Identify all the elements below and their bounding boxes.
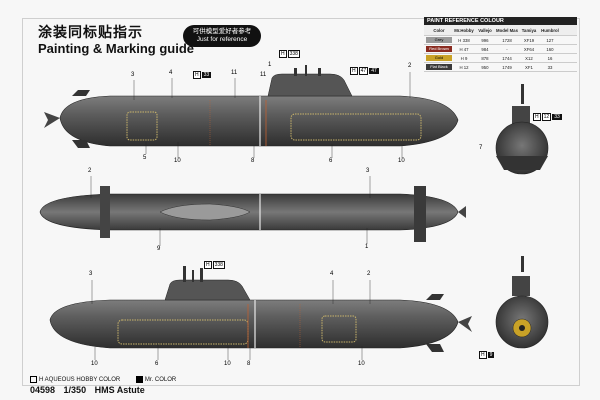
reference-badge-cn: 可供模型爱好者参考 (192, 28, 252, 35)
kit-code: 04598 (30, 385, 56, 395)
callout-label: 8 (247, 361, 251, 367)
callout-label: 10 (224, 361, 231, 367)
callout-label: 4 (330, 271, 334, 277)
footer: 04598 1/350 HMS Astute (30, 385, 151, 395)
callout-label: 1 (268, 62, 272, 68)
side-view-top (44, 65, 459, 148)
aqueous-icon (30, 376, 37, 383)
callout-label: 11 (231, 70, 238, 76)
col-hobby: Mr.Hobby (454, 27, 474, 33)
paint-table-row: Gold H 9 878 1744 X12 16 (424, 54, 577, 63)
paint-cell: - (506, 46, 508, 52)
callout-label: 11 (260, 72, 267, 78)
front-view-bottom (495, 256, 549, 349)
paint-table-row: Grey H 338 996 1728 XF19 127 (424, 36, 577, 45)
callout-label: 6 (329, 158, 333, 164)
col-color: Color (433, 27, 445, 33)
callout-label: 8 (251, 158, 255, 164)
callout-label: 1 (365, 244, 369, 250)
paint-cell: 878 (481, 55, 489, 61)
paint-cell: 1749 (502, 64, 512, 70)
paint-swatch: Red Brown (426, 46, 452, 52)
callout-label: 10 (398, 158, 405, 164)
leader-lines (90, 72, 411, 360)
paint-cell: XF19 (523, 37, 535, 43)
paint-cell: H 12 (459, 64, 469, 70)
legend-mr-color: Mr. COLOR (135, 376, 176, 383)
paint-cell: XF1 (525, 64, 533, 70)
paint-cell: 984 (481, 46, 489, 52)
legend-aqueous: H AQUEOUS HOBBY COLOR (30, 376, 120, 383)
reference-badge: 可供模型爱好者参考 Just for reference (183, 25, 261, 47)
paint-swatch: Gold (426, 55, 452, 61)
callout-label: 9 (157, 246, 161, 252)
kit-scale: 1/350 (63, 385, 87, 395)
paint-cell: 1728 (502, 37, 512, 43)
legend: H AQUEOUS HOBBY COLOR Mr. COLOR (30, 376, 190, 383)
paint-cell: XF64 (523, 46, 535, 52)
paint-cell: 1744 (502, 55, 512, 61)
callout-label: 2 (408, 63, 412, 69)
paint-cell: 16 (547, 55, 553, 61)
callout-label: 10 (358, 361, 365, 367)
paint-cell: 996 (481, 37, 489, 43)
paint-cell: 33 (547, 64, 553, 70)
callout-label: 3 (89, 271, 93, 277)
callout-label: 7 (479, 145, 483, 151)
callout-label: 10 (91, 361, 98, 367)
paint-table-row: Flat Black H 12 950 1749 XF1 33 (424, 63, 577, 72)
paint-cell: H 9 (460, 55, 468, 61)
page-frame (22, 18, 580, 386)
callout-label: 5 (143, 155, 147, 161)
paint-cell: H 338 (458, 37, 470, 43)
paint-cell: 127 (546, 37, 554, 43)
paint-swatch: Grey (426, 37, 452, 43)
paint-table: Color Mr.Hobby Vallejo Model Master Tami… (424, 25, 577, 72)
callout-label: 2 (88, 168, 92, 174)
col-tamiya: Tamiya (521, 27, 537, 33)
callout-label: 3 (131, 72, 135, 78)
col-vallejo: Vallejo (478, 27, 492, 33)
paint-table-row: Red Brown H 47 984 - XF64 160 (424, 45, 577, 54)
mr-color-icon (135, 376, 143, 383)
top-view (39, 186, 466, 242)
reference-badge-en: Just for reference (196, 36, 248, 43)
paint-table-title: PAINT REFERENCE COLOUR (424, 17, 577, 25)
paint-table-header: Color Mr.Hobby Vallejo Model Master Tami… (424, 25, 577, 36)
col-humbrol: Humbrol (541, 27, 559, 33)
paint-cell: X12 (525, 55, 533, 61)
callout-label: 2 (367, 271, 371, 277)
title-chinese: 涂装同标贴指示 (38, 24, 143, 40)
kit-name: HMS Astute (94, 385, 145, 395)
callout-label: 6 (155, 361, 159, 367)
front-view-top (495, 84, 549, 175)
callout-label: 4 (169, 70, 173, 76)
paint-cell: H 47 (459, 46, 469, 52)
col-master: Model Master (496, 27, 518, 33)
paint-cell: 950 (481, 64, 489, 70)
callout-label: 3 (366, 168, 370, 174)
callout-label: 10 (174, 158, 181, 164)
title-english: Painting & Marking guide (38, 41, 195, 56)
paint-swatch: Flat Black (426, 64, 452, 70)
side-view-bottom (49, 266, 472, 352)
paint-cell: 160 (546, 46, 554, 52)
